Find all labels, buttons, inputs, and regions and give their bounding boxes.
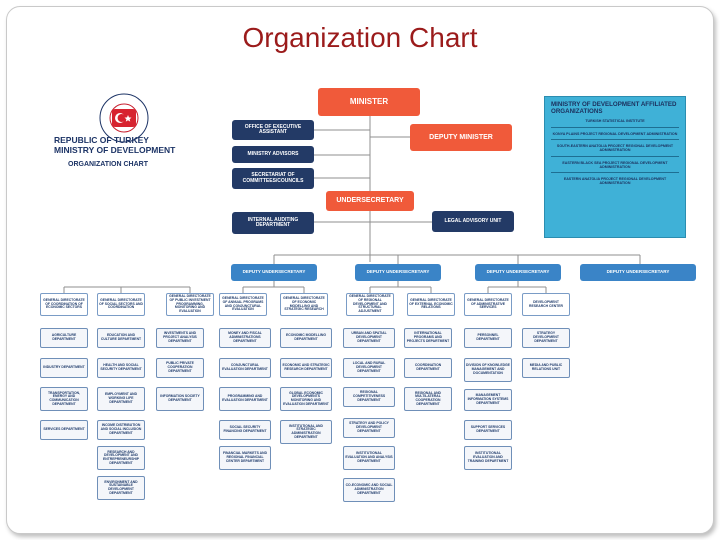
deputy-undersecretary-1: DEPUTY UNDERSECRETARY — [231, 264, 317, 281]
deputy-undersecretary-2: DEPUTY UNDERSECRETARY — [355, 264, 441, 281]
dept-box: SOCIAL SECURITY FINANCING DEPARTMENT — [219, 420, 271, 440]
logo-line-2: MINISTRY OF DEVELOPMENT — [54, 144, 176, 155]
development-research-center: DEVELOPMENT RESEARCH CENTER — [522, 293, 570, 316]
general-directorate-economic-modelling: GENERAL DIRECTORATE OF ECONOMIC MODELLIN… — [280, 293, 328, 316]
minister-box: MINISTER — [318, 88, 420, 116]
dept-box: FINANCIAL MARKETS AND REGIONAL FINANCIAL… — [219, 446, 271, 470]
dept-box: SERVICES DEPARTMENT — [40, 420, 88, 440]
slide-title: Organization Chart — [242, 22, 478, 53]
general-directorate-regional-development: GENERAL DIRECTORATE OF REGIONAL DEVELOPM… — [346, 293, 394, 316]
dept-box: ECONOMIC AND STRATEGIC RESEARCH DEPARTME… — [280, 358, 332, 378]
dept-box: EDUCATION AND CULTURE DEPARTMENT — [97, 328, 145, 348]
affiliated-item: EASTERN ANATOLIA PROJECT REGIONAL DEVELO… — [563, 177, 667, 186]
affiliated-organizations-panel: MINISTRY OF DEVELOPMENT AFFILIATED ORGAN… — [544, 96, 686, 238]
general-directorate-annual-programs: GENERAL DIRECTORATE OF ANNUAL PROGRAMS A… — [219, 293, 267, 316]
dept-box: REGIONAL AND MULTILATERAL COOPERATION DE… — [404, 387, 452, 411]
dept-box: PERSONNEL DEPARTMENT — [464, 328, 512, 348]
dept-box: ECONOMIC MODELLING DEPARTMENT — [280, 328, 332, 348]
deputy-undersecretary-3: DEPUTY UNDERSECRETARY — [475, 264, 561, 281]
dept-box: MONEY AND FISCAL ADMINISTRATIONS DEPARTM… — [219, 328, 271, 348]
dept-box: MANAGEMENT INFORMATION SYSTEMS DEPARTMEN… — [464, 389, 512, 411]
general-directorate-administrative-services: GENERAL DIRECTORATE OF ADMINISTRATIVE SE… — [464, 293, 512, 316]
dept-box: EMPLOYMENT AND WORKING LIFE DEPARTMENT — [97, 387, 145, 411]
secretariat-box: SECRETARIAT OF COMMITTEES/COUNCILS — [232, 168, 314, 189]
dept-box: CO-ECONOMIC AND SOCIAL ADMINISTRATION DE… — [343, 478, 395, 502]
deputy-minister-box: DEPUTY MINISTER — [410, 124, 512, 151]
dept-box: INDUSTRY DEPARTMENT — [40, 358, 88, 378]
dept-box: STRATEGY AND POLICY DEVELOPMENT DEPARTME… — [343, 418, 395, 438]
dept-box: PUBLIC PRIVATE COOPERATION DEPARTMENT — [156, 358, 204, 378]
dept-box: INSTITUTIONAL EVALUATION AND ANALYSIS DE… — [343, 446, 395, 470]
dept-box: CONJUNCTURAL EVALUATION DEPARTMENT — [219, 358, 271, 378]
dept-box: INFORMATION SOCIETY DEPARTMENT — [156, 387, 204, 411]
dept-box: MEDIA AND PUBLIC RELATIONS UNIT — [522, 358, 570, 378]
dept-box: INCOME DISTRIBUTION AND SOCIAL INCLUSION… — [97, 420, 145, 440]
dept-box: DIVISION OF KNOWLEDGE MANAGEMENT AND DOC… — [464, 358, 512, 382]
ministry-seal-icon — [99, 93, 149, 143]
general-directorate-public-investment: GENERAL DIRECTORATE OF PUBLIC INVESTMENT… — [166, 293, 214, 316]
dept-box: AGRICULTURE DEPARTMENT — [40, 328, 88, 348]
general-directorate-economic-sectors: GENERAL DIRECTORATE OF COORDINATION OF E… — [40, 293, 88, 316]
dept-box: STRATEGY DEVELOPMENT DEPARTMENT — [522, 328, 570, 348]
dept-box: SUPPORT SERVICES DEPARTMENT — [464, 420, 512, 440]
logo-line-3: ORGANIZATION CHART — [68, 160, 148, 168]
affiliated-title: MINISTRY OF DEVELOPMENT AFFILIATED ORGAN… — [551, 101, 677, 116]
dept-box: TRANSPORTATION, ENERGY AND COMMUNICATION… — [40, 387, 88, 411]
logo-line-1: REPUBLIC OF TURKEY — [54, 135, 149, 145]
affiliated-item: KONYA PLAINS PROJECT REGIONAL DEVELOPMEN… — [551, 128, 679, 140]
undersecretary-box: UNDERSECRETARY — [326, 191, 414, 211]
dept-box: LOCAL AND RURAL DEVELOPMENT DEPARTMENT — [343, 358, 395, 378]
general-directorate-external-economic: GENERAL DIRECTORATE OF EXTERNAL ECONOMIC… — [407, 293, 455, 316]
deputy-undersecretary-4: DEPUTY UNDERSECRETARY — [580, 264, 696, 281]
dept-box: URBAN AND SPATIAL DEVELOPMENT DEPARTMENT — [343, 328, 395, 348]
ministry-name-text: REPUBLIC OF TURKEY MINISTRY OF DEVELOPME… — [50, 135, 200, 168]
dept-box: RESEARCH AND DEVELOPMENT AND ENTREPRENEU… — [97, 446, 145, 470]
dept-box: INTERNATIONAL PROGRAMS AND PROJECTS DEPA… — [404, 328, 452, 348]
internal-audit-box: INTERNAL AUDITING DEPARTMENT — [232, 212, 314, 234]
general-directorate-social-sectors: GENERAL DIRECTORATE OF SOCIAL SECTORS AN… — [97, 293, 145, 316]
dept-box: ENVIRONMENT AND SUSTAINABLE DEVELOPMENT … — [97, 476, 145, 500]
ministry-advisors-box: MINISTRY ADVISORS — [232, 146, 314, 163]
dept-box: COORDINATION DEPARTMENT — [404, 358, 452, 378]
affiliated-item: SOUTH-EASTERN ANATOLIA PROJECT REGIONAL … — [551, 140, 679, 157]
executive-office-box: OFFICE OF EXECUTIVE ASSISTANT — [232, 120, 314, 140]
legal-advisory-box: LEGAL ADVISORY UNIT — [432, 211, 514, 232]
dept-box: INSTITUTIONAL AND STRATEGIC ADMINISTRATI… — [280, 420, 332, 444]
dept-box: GLOBAL ECONOMIC DEVELOPMENTS MONITORING … — [280, 387, 332, 411]
affiliated-item: TURKISH STATISTICAL INSTITUTE — [551, 115, 679, 128]
dept-box: HEALTH AND SOCIAL SECURITY DEPARTMENT — [97, 358, 145, 378]
dept-box: REGIONAL COMPETITIVENESS DEPARTMENT — [343, 387, 395, 407]
dept-box: INVESTMENTS AND PROJECT ANALYSIS DEPARTM… — [156, 328, 204, 348]
dept-box: INSTITUTIONAL EVALUATION AND TRAINING DE… — [464, 446, 512, 470]
affiliated-item: EASTERN BLACK SEA PROJECT REGIONAL DEVEL… — [551, 157, 679, 174]
dept-box: PROGRAMMING AND EVALUATION DEPARTMENT — [219, 387, 271, 411]
